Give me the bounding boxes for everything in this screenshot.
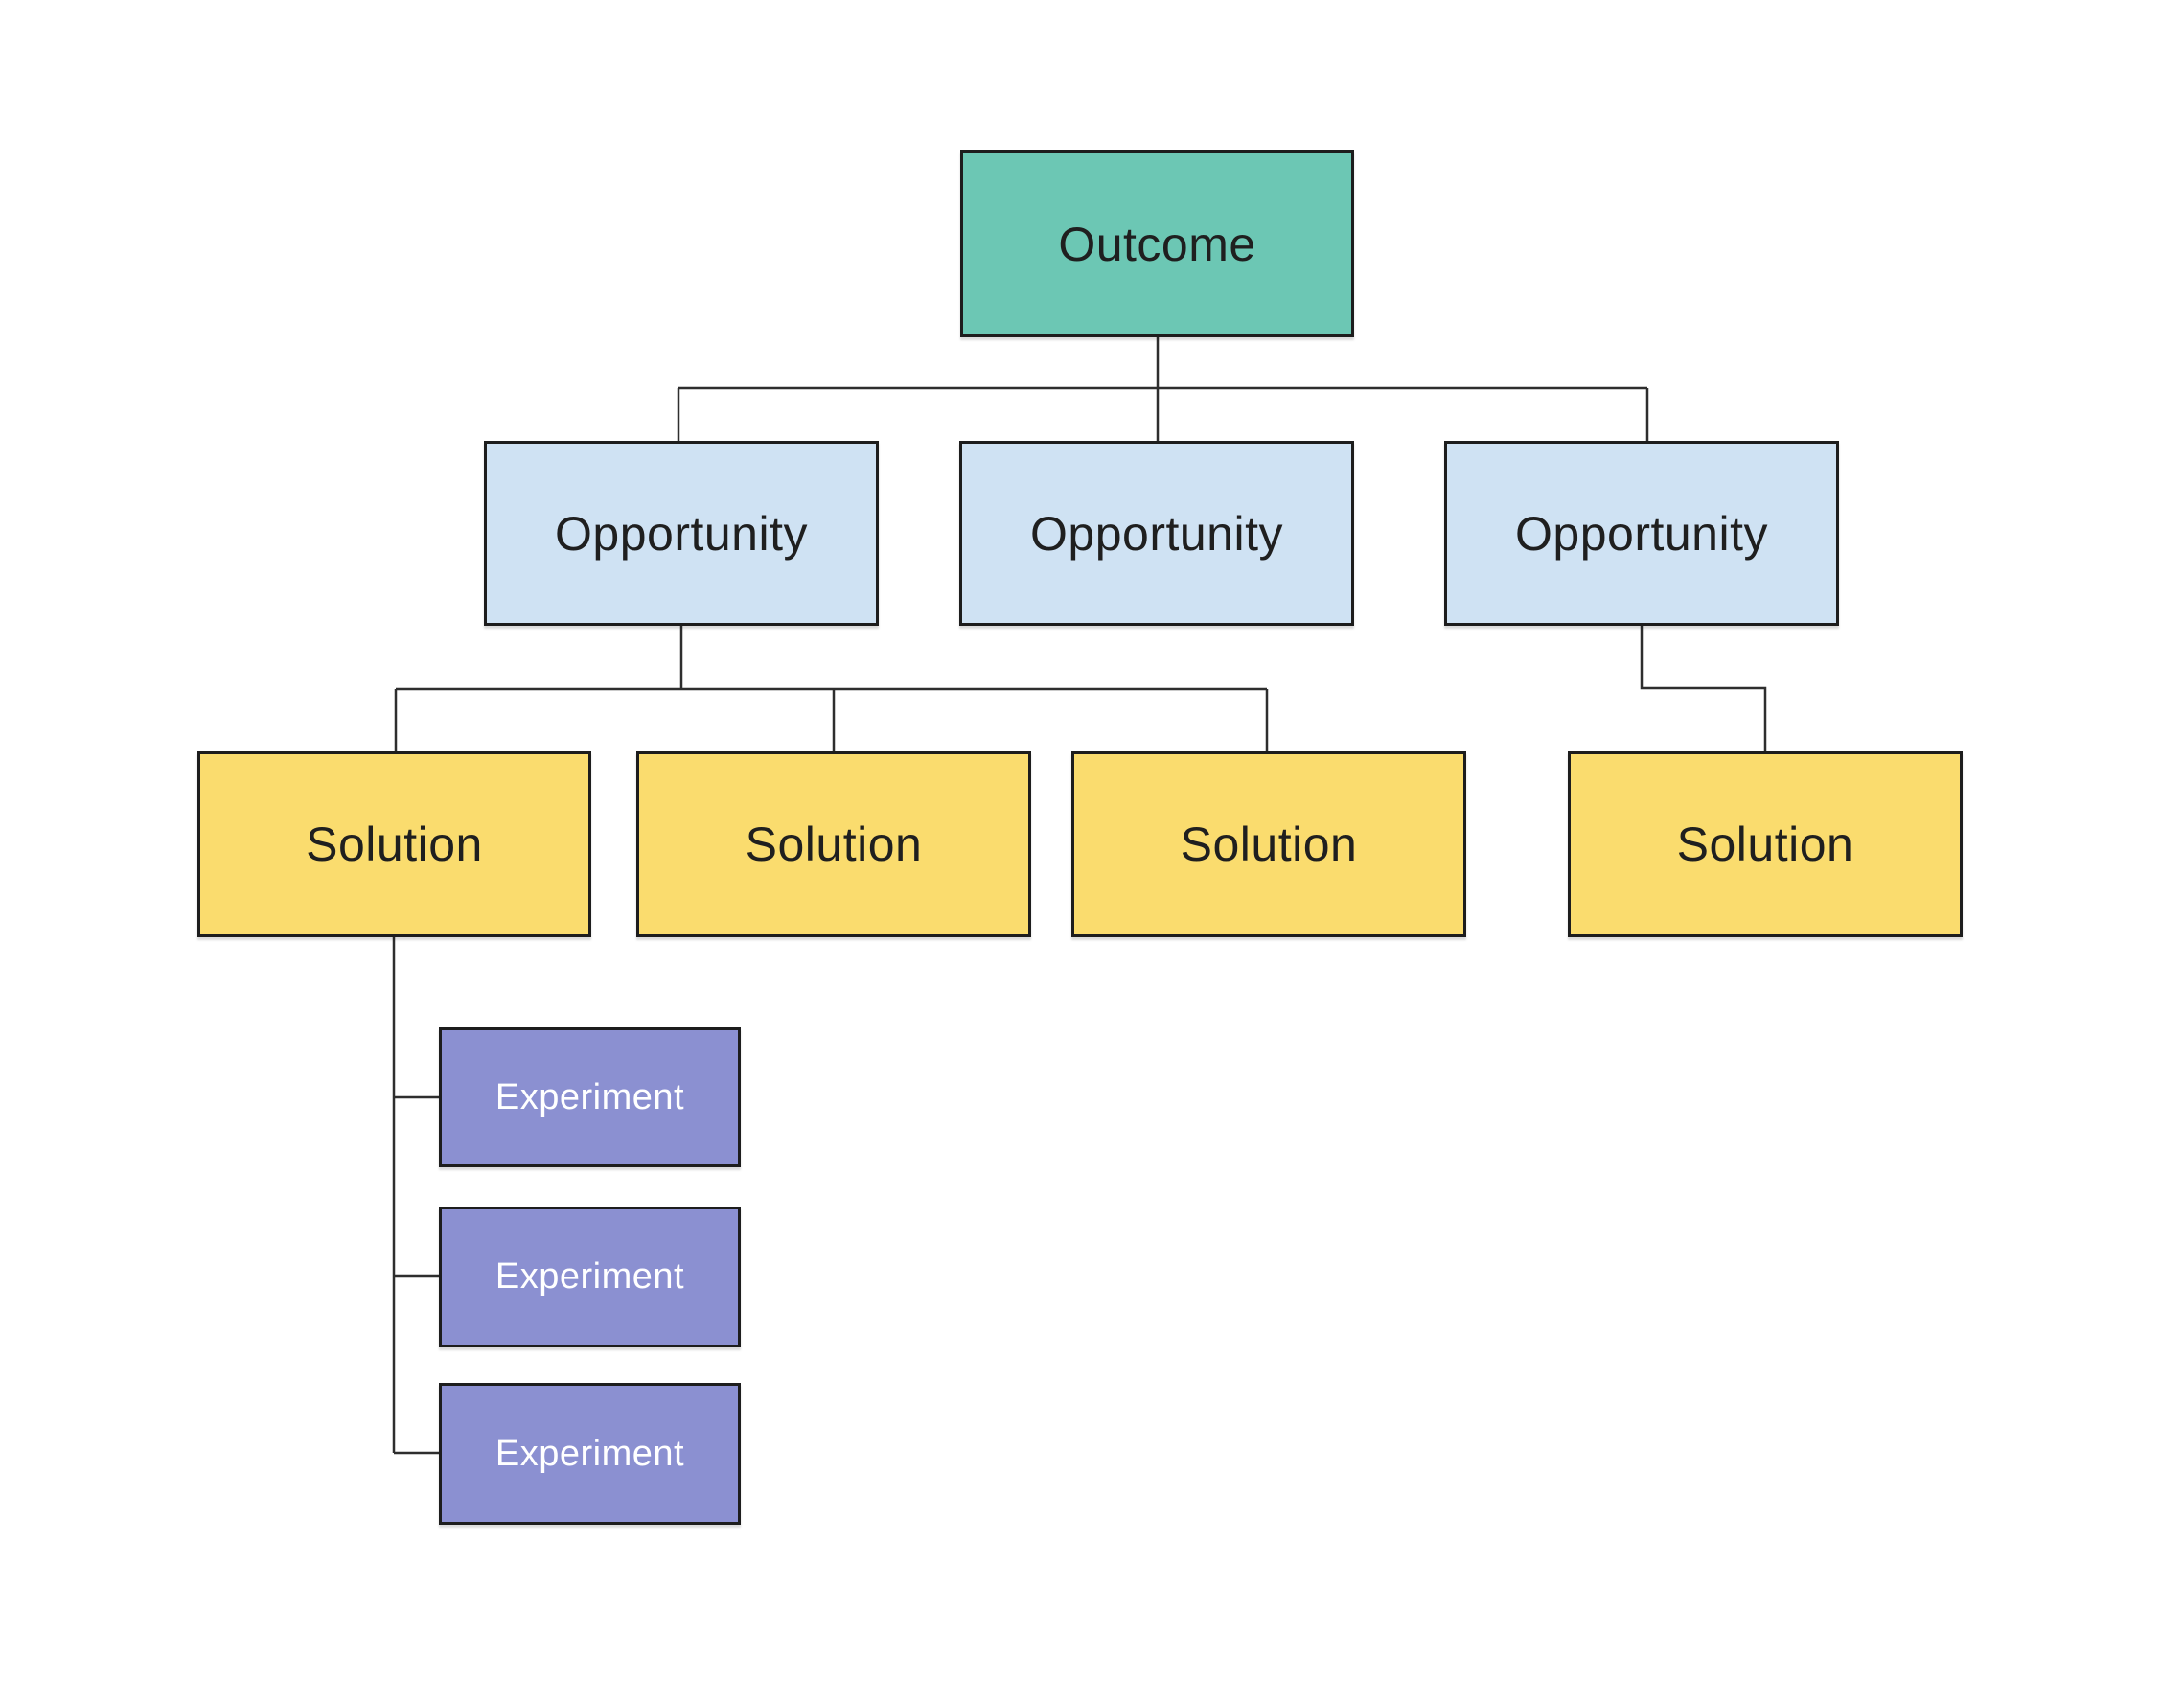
connector-opportunity1-to-solutions	[394, 626, 1269, 751]
experiment-label: Experiment	[494, 1256, 685, 1297]
outcome-node: Outcome	[960, 150, 1354, 337]
experiment-node-1: Experiment	[439, 1027, 741, 1167]
opportunity-node-2: Opportunity	[959, 441, 1354, 626]
solution-label: Solution	[745, 817, 923, 871]
opportunity-label: Opportunity	[1515, 506, 1768, 561]
opportunity-node-3: Opportunity	[1444, 441, 1839, 626]
connector-outcome-to-opportunities	[677, 337, 1649, 441]
experiment-node-3: Experiment	[439, 1383, 741, 1525]
solution-label: Solution	[1676, 817, 1854, 871]
solution-node-1: Solution	[197, 751, 591, 937]
outcome-label: Outcome	[1058, 217, 1256, 271]
experiment-label: Experiment	[494, 1076, 685, 1117]
opportunity-label: Opportunity	[1030, 506, 1283, 561]
experiment-label: Experiment	[494, 1433, 685, 1474]
solution-label: Solution	[306, 817, 483, 871]
solution-node-4: Solution	[1568, 751, 1963, 937]
connector-opportunity3-to-solution4	[1640, 626, 1767, 751]
solution-node-3: Solution	[1071, 751, 1466, 937]
solution-node-2: Solution	[636, 751, 1031, 937]
connector-solution1-to-experiments	[392, 937, 439, 1455]
opportunity-label: Opportunity	[555, 506, 808, 561]
solution-label: Solution	[1180, 817, 1358, 871]
experiment-node-2: Experiment	[439, 1207, 741, 1347]
opportunity-node-1: Opportunity	[484, 441, 879, 626]
